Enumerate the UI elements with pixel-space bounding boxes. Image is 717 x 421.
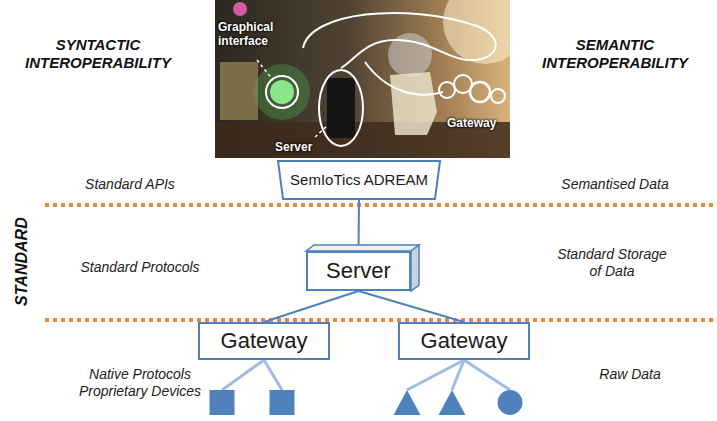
armchair [390, 72, 437, 135]
photo-label: Server [275, 140, 325, 154]
column-heading: SEMANTIC INTEROPERABILITY [530, 36, 700, 72]
rect-shape [199, 323, 329, 359]
layer-label: Native Protocols Proprietary Devices [65, 366, 215, 400]
data-flow-loop [365, 62, 443, 95]
proprietary-device [210, 390, 235, 415]
box-front-face [307, 252, 410, 290]
layer-label: Standard Storage of Data [552, 246, 672, 280]
layer-label: Standard Protocols [40, 259, 240, 276]
layer-divider [45, 203, 717, 207]
vertical-heading: STANDARD [12, 202, 31, 322]
proprietary-device [498, 390, 523, 415]
device-wire [407, 360, 464, 390]
rect-shape [399, 323, 529, 359]
gateway-box: Gateway [398, 322, 530, 360]
node-label: Server [326, 258, 391, 283]
highlight-ellipse [319, 70, 363, 146]
green-light [270, 80, 294, 104]
node-label: SemIoTics ADREAM [290, 171, 428, 188]
proprietary-device [394, 390, 421, 415]
data-flow-loop [303, 13, 496, 68]
leader-line [315, 126, 327, 137]
server-tower [327, 78, 355, 138]
server-box: Server [306, 251, 411, 291]
column-heading: SYNTACTIC INTEROPERABILITY [13, 36, 183, 72]
trapezoid-shape [278, 161, 440, 199]
layer-label: Semantised Data [545, 176, 685, 193]
connector-line [359, 291, 465, 322]
proprietary-device [439, 390, 466, 415]
layer-divider [45, 318, 717, 322]
device-wire [452, 360, 464, 390]
platform-box: SemIoTics ADREAM [277, 160, 441, 200]
photo-label: Graphical interface [218, 20, 298, 49]
device-wire [464, 360, 510, 390]
leader-line [257, 60, 273, 80]
connector-line [264, 291, 359, 322]
power-icon [233, 2, 247, 16]
photo-label: Gateway [447, 116, 507, 130]
gateway-box: Gateway [198, 322, 330, 360]
box-top-face [306, 245, 419, 251]
node-label: Gateway [221, 328, 308, 353]
node-label: Gateway [421, 328, 508, 353]
connector-line [358, 200, 361, 251]
device-wire [222, 360, 264, 390]
proprietary-device [270, 390, 295, 415]
highlight-circle [491, 89, 505, 103]
green-glow [254, 64, 310, 120]
box-side-face [411, 245, 419, 291]
layer-label: Raw Data [560, 366, 700, 383]
lamp-glow [443, 0, 510, 64]
device-wire [264, 360, 282, 390]
highlight-circle [470, 82, 490, 102]
highlight-circle [439, 82, 455, 98]
highlight-circle [266, 76, 298, 108]
layer-label: Standard APIs [60, 176, 200, 193]
shelf [220, 62, 258, 120]
